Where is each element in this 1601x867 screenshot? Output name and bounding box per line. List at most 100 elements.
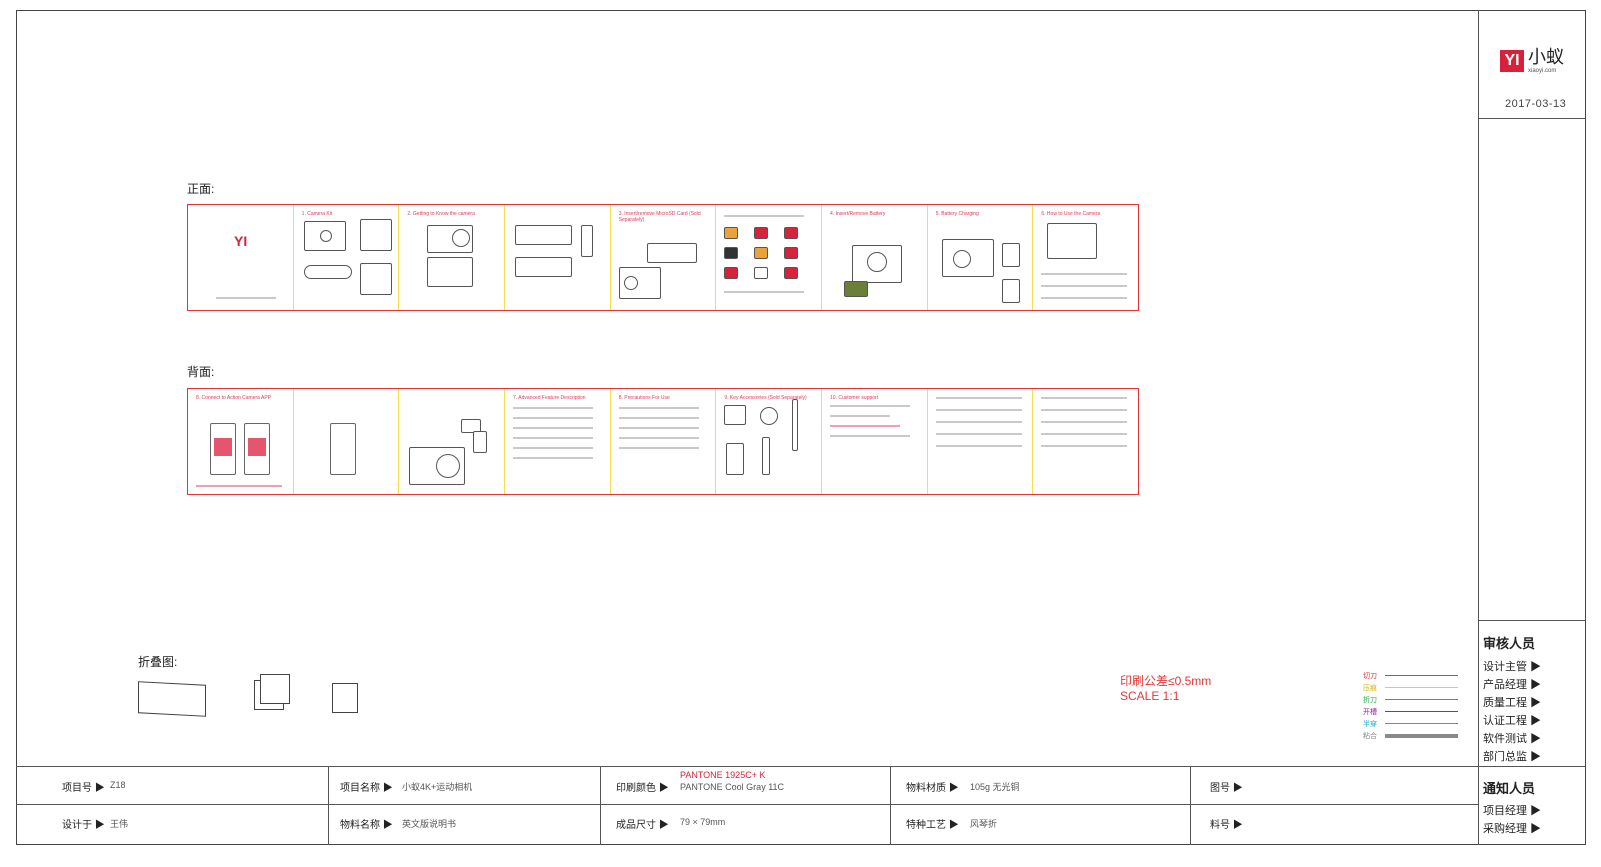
drawing-number-label: 图号 ▶ bbox=[1210, 783, 1243, 794]
text-line bbox=[935, 409, 1022, 411]
panel-title: 2. Getting to Know the camera bbox=[407, 211, 475, 217]
tripod-icon bbox=[762, 437, 771, 475]
lens-filter-icon bbox=[760, 407, 779, 425]
text-line bbox=[1041, 273, 1128, 275]
text-line bbox=[724, 215, 805, 217]
sdcard-slot-illustration bbox=[646, 243, 697, 263]
print-color-label: 印刷颜色 ▶ bbox=[616, 783, 669, 794]
text-line bbox=[830, 425, 901, 427]
panel-title: 9. Key Accessories (Sold Separately) bbox=[724, 395, 807, 401]
legend-label: 折刀 bbox=[1363, 697, 1377, 704]
legend-line bbox=[1385, 699, 1458, 700]
back-label: 背面: bbox=[187, 365, 215, 379]
review-item: 产品经理 ▶ bbox=[1483, 679, 1542, 691]
front-panel-sdlist bbox=[716, 205, 823, 310]
sdcard-icon bbox=[724, 227, 739, 239]
yi-cover-logo: YI bbox=[234, 233, 248, 249]
material-value: 105g 无光铜 bbox=[970, 782, 1020, 792]
front-strip: YI 1. Camera Kit 2. Getting to Know the … bbox=[187, 204, 1139, 311]
text-line bbox=[1041, 421, 1128, 423]
review-item: 质量工程 ▶ bbox=[1483, 697, 1542, 709]
legend-line bbox=[1385, 723, 1458, 724]
camera-illustration bbox=[303, 221, 346, 251]
qr-code-icon bbox=[248, 438, 266, 456]
camera-side-illustration bbox=[581, 225, 594, 257]
text-line bbox=[1041, 285, 1128, 287]
panel-title: 3. Insert/remove MicroSD Card (Sold Sepa… bbox=[618, 211, 701, 223]
phone-illustration bbox=[329, 423, 356, 475]
material-name-value: 英文版说明书 bbox=[402, 819, 457, 829]
legend-line bbox=[1385, 675, 1458, 676]
sdcard-icon bbox=[724, 247, 739, 259]
lens bbox=[952, 250, 971, 268]
front-label: 正面: bbox=[187, 182, 215, 196]
battery-illustration bbox=[359, 263, 392, 295]
phone-illustration bbox=[244, 423, 270, 475]
designer-value: 王伟 bbox=[110, 819, 129, 829]
lens bbox=[319, 230, 332, 242]
sdcard-icon bbox=[754, 267, 769, 279]
text-line bbox=[935, 421, 1022, 423]
front-panel-sdcard: 3. Insert/remove MicroSD Card (Sold Sepa… bbox=[611, 205, 717, 310]
notify-divider bbox=[1478, 766, 1586, 767]
sdcard-icon bbox=[754, 247, 769, 259]
usb-connector-icon bbox=[1001, 279, 1020, 303]
back-panel-advanced: 7. Advanced Feature Description bbox=[505, 389, 611, 494]
lens bbox=[452, 229, 471, 247]
lens bbox=[623, 276, 638, 290]
camera-bottom-illustration bbox=[515, 257, 573, 277]
battery-icon bbox=[844, 281, 869, 297]
lens bbox=[436, 454, 461, 478]
text-line bbox=[513, 437, 594, 439]
remote-icon bbox=[461, 419, 482, 433]
panel-title: 10. Customer support bbox=[830, 395, 879, 401]
camera-screen-illustration bbox=[1047, 223, 1098, 259]
review-divider bbox=[1478, 620, 1586, 621]
review-item: 部门总监 ▶ bbox=[1483, 751, 1542, 763]
text-line bbox=[513, 417, 594, 419]
text-line bbox=[618, 407, 699, 409]
legend-line bbox=[1385, 687, 1458, 688]
sdcard-icon bbox=[754, 227, 769, 239]
review-title: 审核人员 bbox=[1483, 636, 1536, 651]
drawing-frame bbox=[16, 10, 1586, 845]
text-line bbox=[724, 291, 805, 293]
text-line bbox=[216, 297, 276, 299]
text-line bbox=[935, 397, 1022, 399]
selfie-stick-icon bbox=[792, 399, 799, 451]
panel-title: 8. Precautions For Use bbox=[618, 395, 670, 401]
print-color-value-2: PANTONE Cool Gray 11C bbox=[680, 782, 785, 792]
front-panel-cover: YI bbox=[188, 205, 294, 310]
panel-title: 7. Advanced Feature Description bbox=[513, 395, 586, 401]
brand-name: 小蚁 bbox=[1528, 47, 1564, 67]
back-panel-accessories: 9. Key Accessories (Sold Separately) bbox=[716, 389, 823, 494]
title-block-col-divider bbox=[1190, 766, 1191, 845]
special-process-label: 特种工艺 ▶ bbox=[906, 820, 959, 831]
text-line bbox=[196, 485, 282, 487]
camera-front-illustration bbox=[427, 225, 474, 253]
yi-logo: YI 小蚁 xiaoyi.com bbox=[1500, 48, 1564, 74]
sdcard-icon bbox=[724, 267, 739, 279]
text-line bbox=[618, 437, 699, 439]
front-panel-kit: 1. Camera Kit bbox=[294, 205, 400, 310]
material-name-label: 物料名称 ▶ bbox=[340, 820, 393, 831]
text-line bbox=[1041, 445, 1128, 447]
text-line bbox=[618, 417, 699, 419]
box-illustration bbox=[359, 219, 392, 251]
panel-title: 4. Insert/Remove Battery bbox=[830, 211, 886, 217]
back-panel-support: 10. Customer support bbox=[822, 389, 928, 494]
tolerance-text: 印刷公差≤0.5mm bbox=[1120, 674, 1212, 688]
back-panel-app: 8. Connect to Action Camera APP bbox=[188, 389, 294, 494]
project-number-value: Z18 bbox=[110, 780, 126, 790]
text-line bbox=[830, 405, 911, 407]
review-item: 设计主管 ▶ bbox=[1483, 661, 1542, 673]
cable-illustration bbox=[303, 265, 352, 279]
legend-label: 粘合 bbox=[1363, 733, 1377, 740]
back-panel-compliance bbox=[1033, 389, 1138, 494]
front-panel-know: 2. Getting to Know the camera bbox=[399, 205, 506, 310]
text-line bbox=[1041, 397, 1128, 399]
camera-top-illustration bbox=[515, 225, 573, 245]
legend-label: 半穿 bbox=[1363, 721, 1377, 728]
title-block-row-divider bbox=[16, 804, 1478, 805]
text-line bbox=[1041, 433, 1128, 435]
